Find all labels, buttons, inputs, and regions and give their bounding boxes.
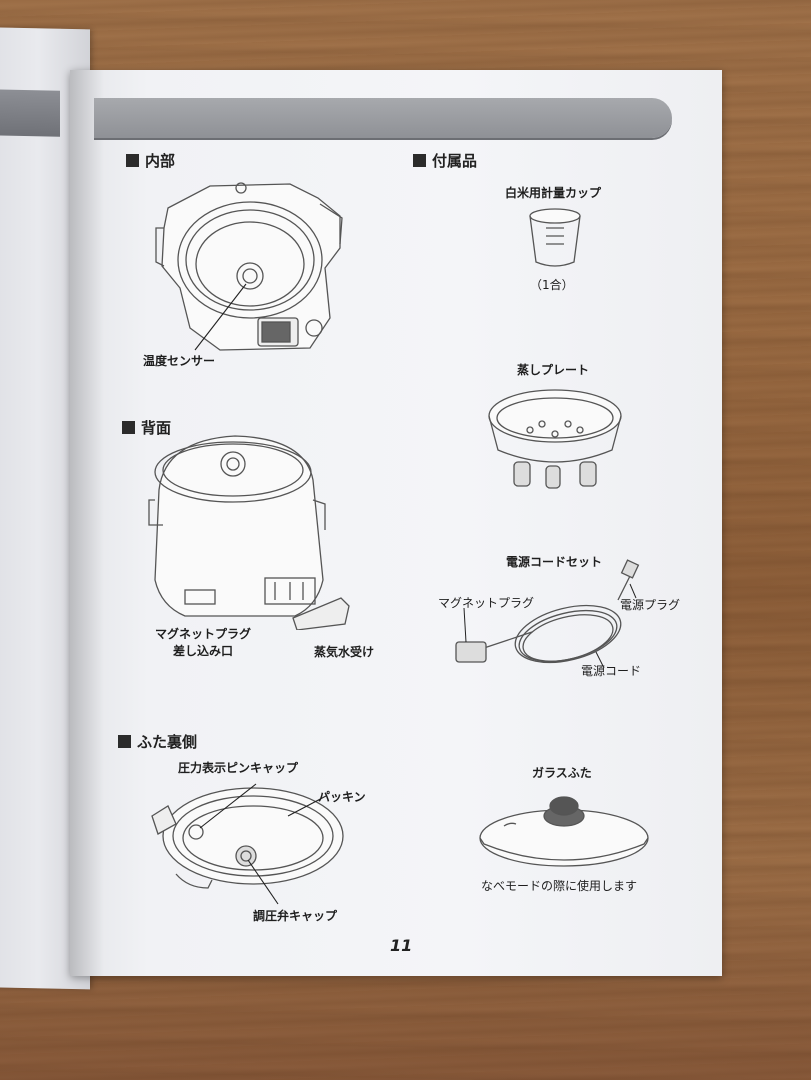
pressure-valve-cap-label: 調圧弁キャップ bbox=[253, 909, 338, 923]
inner-pot-illustration bbox=[155, 182, 343, 351]
lid-underside-illustration bbox=[151, 783, 344, 905]
glass-lid-note: なべモードの際に使用します bbox=[481, 879, 638, 893]
temperature-sensor-label: 温度センサー bbox=[143, 354, 216, 368]
power-cord-label: 電源コード bbox=[581, 664, 642, 678]
section-title-accessories: 付属品 bbox=[413, 150, 477, 171]
steam-water-tray-label: 蒸気水受け bbox=[314, 645, 375, 659]
glass-lid-label: ガラスふた bbox=[532, 766, 592, 780]
spine-shadow bbox=[70, 70, 104, 976]
square-bullet-icon bbox=[126, 154, 139, 167]
measuring-cup-note: （1合） bbox=[530, 278, 574, 292]
section-title-back: 背面 bbox=[122, 417, 171, 438]
section-title-lid-underside: ふた裏側 bbox=[118, 731, 197, 752]
measuring-cup-label: 白米用計量カップ bbox=[505, 186, 602, 200]
header-band bbox=[94, 98, 672, 138]
previous-page-header-band bbox=[0, 88, 60, 137]
section-title-text: 背面 bbox=[141, 419, 172, 437]
section-title-text: 付属品 bbox=[432, 152, 478, 170]
section-title-interior: 内部 bbox=[126, 150, 175, 171]
cooker-back-illustration bbox=[148, 435, 350, 630]
packing-label: パッキン bbox=[318, 790, 366, 804]
power-cord-set-illustration bbox=[455, 559, 640, 669]
magnet-plug-inlet-label-line1: マグネットプラグ bbox=[154, 627, 251, 641]
steam-plate-illustration bbox=[488, 389, 622, 489]
square-bullet-icon bbox=[122, 421, 135, 434]
steam-plate-label: 蒸しプレート bbox=[517, 363, 590, 377]
section-title-text: 内部 bbox=[145, 152, 176, 170]
power-cord-set-label: 電源コードセット bbox=[506, 555, 603, 569]
section-title-text: ふた裏側 bbox=[137, 733, 198, 751]
square-bullet-icon bbox=[413, 154, 426, 167]
power-plug-label: 電源プラグ bbox=[620, 598, 681, 612]
magnet-plug-inlet-label: マグネットプラグ 差し込み口 bbox=[138, 626, 268, 660]
measuring-cup-illustration bbox=[529, 208, 581, 267]
square-bullet-icon bbox=[118, 735, 131, 748]
glass-lid-illustration bbox=[479, 796, 649, 867]
pressure-pin-cap-label: 圧力表示ピンキャップ bbox=[178, 761, 299, 775]
page-number: 11 bbox=[390, 936, 413, 955]
magnet-plug-inlet-label-line2: 差し込み口 bbox=[172, 644, 233, 658]
magnet-plug-label: マグネットプラグ bbox=[438, 596, 535, 610]
